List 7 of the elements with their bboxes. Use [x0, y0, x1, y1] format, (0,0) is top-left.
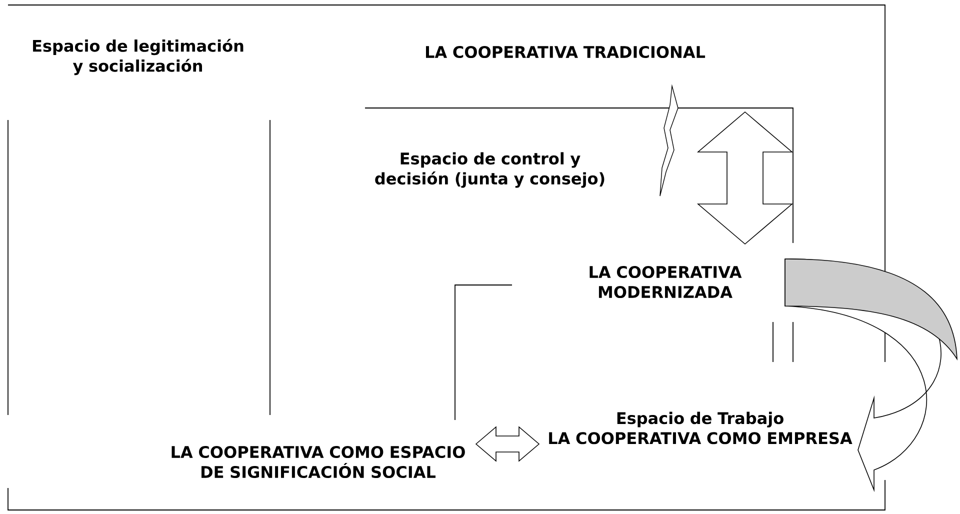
curved-arrow: [784, 258, 958, 490]
label-text: Espacio de control y decisión (junta y consejo): [375, 152, 604, 188]
label-text: LA COOPERATIVA MODERNIZADA: [590, 266, 742, 298]
label-text: Espacio de Trabajo LA COOPERATIVA COMO EMPRESA: [549, 412, 852, 444]
label-text: Espacio de legitimación y socialización: [33, 38, 244, 76]
label-text: LA COOPERATIVA TRADICIONAL: [426, 46, 706, 58]
label-text: LA COOPERATIVA COMO ESPACIO DE SIGNIFICACIÓN SOCIAL: [172, 446, 465, 478]
